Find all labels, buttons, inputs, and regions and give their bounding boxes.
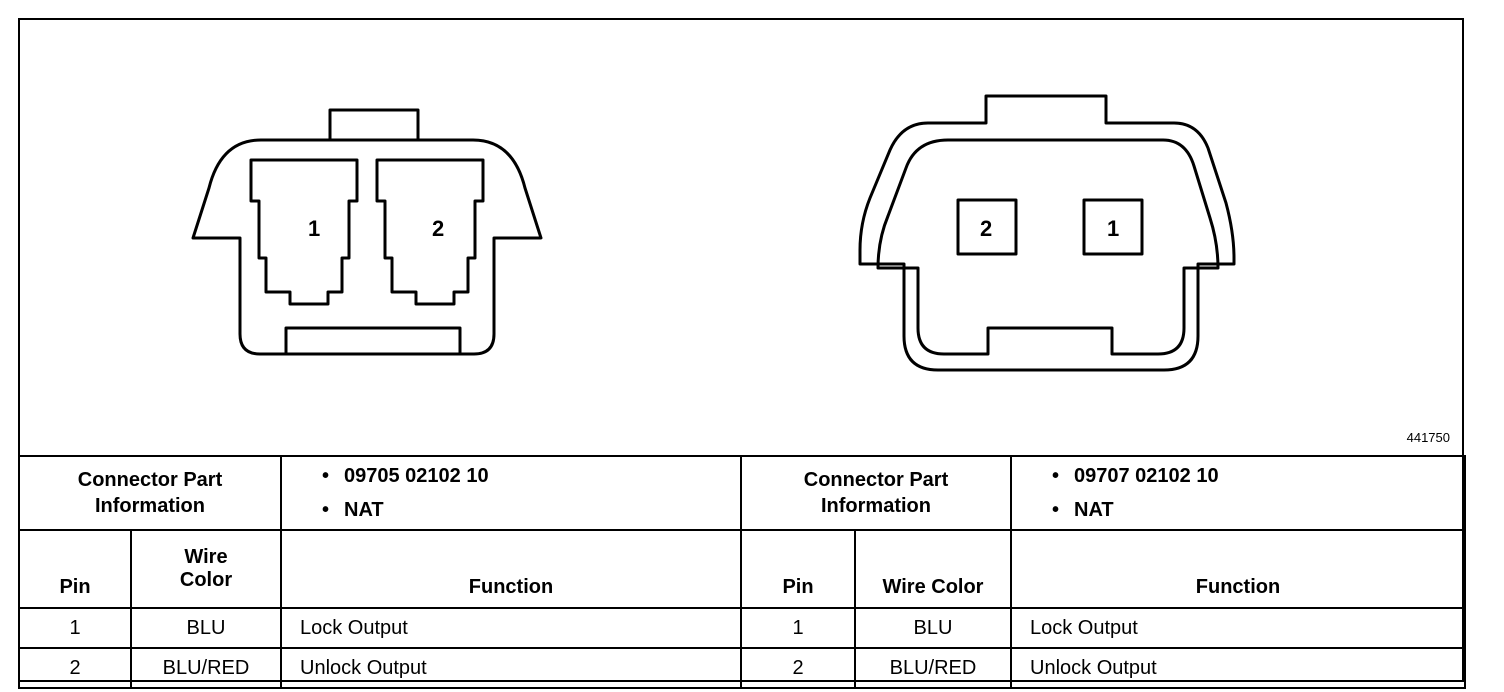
left-part-number-1-text: 09705 02102 10 [344,465,489,487]
left-function-header: Function [280,529,742,609]
left-row-1-wire-color: BLU [130,607,282,649]
right-part-number-1: •09707 02102 10 [1052,465,1219,487]
left-part-info-label-line2: Information [95,495,205,517]
right-pin-header: Pin [740,529,856,609]
right-row-1-wire-color: BLU [854,607,1012,649]
left-connector-bottom-key [284,326,462,356]
right-pin-label-1: 1 [1107,216,1119,241]
right-part-info-label: Connector Part Information [740,455,1012,531]
table-row: 2 BLU/RED Unlock Output 2 BLU/RED Unlock… [18,647,1466,689]
left-row-1-pin: 1 [18,607,132,649]
left-part-number-2: •NAT [322,499,384,521]
left-wire-color-header-line2: Color [179,569,233,591]
right-wire-color-header: Wire Color [854,529,1012,609]
left-pin-label-2: 2 [432,216,444,241]
right-row-2-wire-color: BLU/RED [854,647,1012,689]
connector-info-table: Connector Part Information •09705 02102 … [18,455,1466,689]
right-part-info-label-line1: Connector Part [803,469,949,491]
left-connector-body [191,138,543,356]
left-row-1-function: Lock Output [280,607,742,649]
figure-id: 441750 [1406,430,1450,445]
column-header-row: Pin Wire Color Function Pin Wire Color F… [18,529,1466,609]
connector-drawings: 1 2 2 1 [191,94,1236,372]
right-connector-outer-body [858,94,1236,372]
right-part-number-2: •NAT [1052,499,1114,521]
right-pin-label-2: 2 [980,216,992,241]
left-row-2-function: Unlock Output [280,647,742,689]
left-row-2-wire-color: BLU/RED [130,647,282,689]
right-connector-drawing: 2 1 [858,94,1236,372]
right-connector-cavity-1 [1082,198,1144,256]
right-connector-inner-body [876,138,1220,356]
left-pin-label-1: 1 [308,216,320,241]
left-wire-color-header: Wire Color [130,529,282,609]
left-row-2-pin: 2 [18,647,132,689]
right-row-2-function: Unlock Output [1010,647,1466,689]
right-part-number-1-text: 09707 02102 10 [1074,465,1219,487]
right-row-1-function: Lock Output [1010,607,1466,649]
left-wire-color-header-line1: Wire [184,546,228,568]
right-row-1-pin: 1 [740,607,856,649]
left-pin-header: Pin [18,529,132,609]
left-part-info-label: Connector Part Information [18,455,282,531]
left-part-info-label-line1: Connector Part [77,469,223,491]
left-connector-cavity-1 [249,158,359,306]
left-connector-locking-tab [328,108,420,142]
left-connector-drawing: 1 2 [191,108,543,356]
left-connector-cavity-2 [375,158,485,306]
left-part-number-2-text: NAT [344,499,384,521]
left-part-number-1: •09705 02102 10 [322,465,489,487]
part-info-row: Connector Part Information •09705 02102 … [18,455,1466,531]
right-part-number-2-text: NAT [1074,499,1114,521]
connector-figure: 1 2 2 1 441750 [18,18,1464,455]
right-function-header: Function [1010,529,1466,609]
right-part-numbers: •09707 02102 10 •NAT [1010,455,1466,531]
left-part-numbers: •09705 02102 10 •NAT [280,455,742,531]
right-part-info-label-line2: Information [821,495,931,517]
right-row-2-pin: 2 [740,647,856,689]
table-row: 1 BLU Lock Output 1 BLU Lock Output [18,607,1466,649]
right-connector-cavity-2 [956,198,1018,256]
